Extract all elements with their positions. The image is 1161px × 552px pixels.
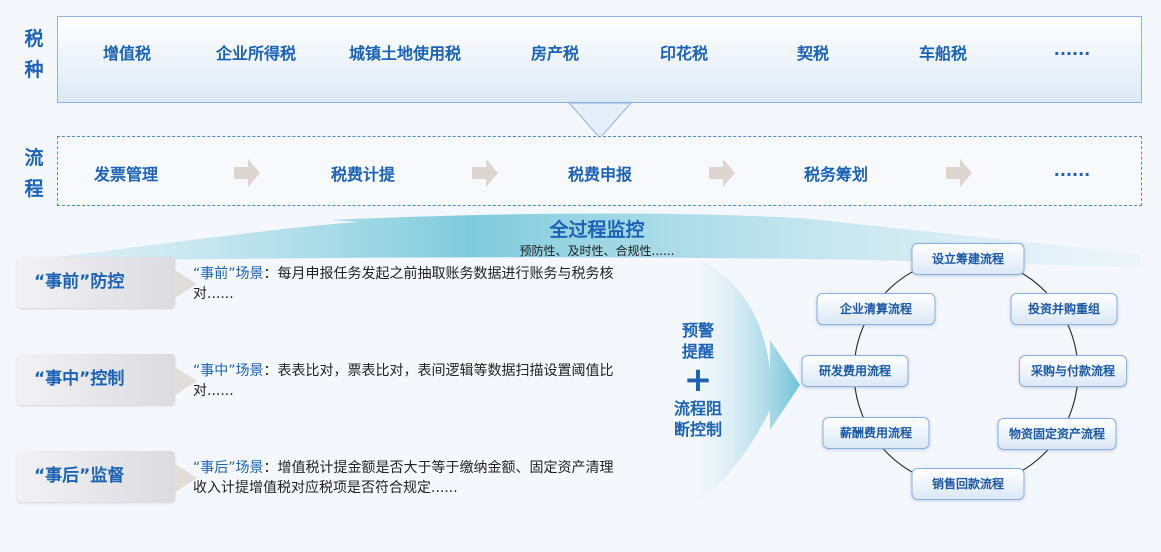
cycle-node: 企业清算流程 bbox=[816, 293, 936, 325]
process-item: ...... bbox=[1053, 161, 1091, 180]
right-arrow-icon bbox=[946, 159, 972, 187]
right-arrow-icon bbox=[709, 159, 735, 187]
stage-post-control: “事后”监督 bbox=[17, 451, 175, 502]
tax-item: ...... bbox=[1053, 40, 1091, 59]
scene-text: ：增值税计提金额是否大于等于缴纳金额、固定资产清理收入计提增值税对应税项是否符合… bbox=[193, 460, 614, 496]
process-item: 税务筹划 bbox=[803, 165, 869, 184]
process-item: 税费计提 bbox=[330, 165, 396, 184]
stage-post-description: “事后”场景：增值税计提金额是否大于等于缴纳金额、固定资产清理收入计提增值税对应… bbox=[193, 458, 623, 498]
tax-item: 车船税 bbox=[918, 44, 968, 63]
label-char: 流 bbox=[24, 147, 44, 169]
control-line: 流程阻 bbox=[673, 399, 722, 418]
tax-item: 企业所得税 bbox=[215, 44, 297, 63]
stage-pre-description: “事前”场景：每月申报任务发起之前抽取账务数据进行账务与税务核对...... bbox=[193, 264, 623, 304]
right-arrow-icon bbox=[175, 367, 197, 395]
scene-label: “事中”场景 bbox=[193, 363, 264, 379]
cycle-node: 销售回款流程 bbox=[911, 468, 1025, 500]
label-char: 种 bbox=[24, 59, 44, 81]
tax-section-label: 税种 bbox=[24, 24, 44, 86]
cycle-node: 设立筹建流程 bbox=[911, 243, 1025, 275]
tax-types-panel bbox=[57, 16, 1142, 103]
process-section-label: 流程 bbox=[24, 143, 44, 205]
process-item: 发票管理 bbox=[93, 165, 159, 184]
tax-item: 契税 bbox=[796, 44, 830, 63]
control-line: 预警 bbox=[681, 321, 714, 340]
process-item: 税费申报 bbox=[567, 165, 633, 184]
down-arrow-icon bbox=[568, 102, 632, 139]
control-text: 预警 提醒 + 流程阻 断控制 bbox=[672, 320, 724, 440]
label-char: 税 bbox=[24, 28, 44, 50]
scene-label: “事后”场景 bbox=[193, 460, 264, 476]
cycle-node: 物资固定资产流程 bbox=[997, 418, 1117, 450]
scene-text: ：每月申报任务发起之前抽取账务数据进行账务与税务核对...... bbox=[193, 266, 614, 302]
cycle-node: 采购与付款流程 bbox=[1019, 355, 1127, 387]
control-line: 断控制 bbox=[673, 420, 722, 439]
right-arrow-icon bbox=[472, 159, 498, 187]
plus-icon: + bbox=[683, 360, 713, 400]
stage-pre-control: “事前”防控 bbox=[17, 257, 175, 308]
tax-item: 增值税 bbox=[102, 44, 152, 63]
right-arrow-icon bbox=[175, 270, 197, 298]
monitor-subtitle: 预防性、及时性、合规性...... bbox=[519, 244, 675, 258]
tax-item: 城镇土地使用税 bbox=[348, 44, 462, 63]
tax-item: 房产税 bbox=[530, 44, 580, 63]
right-arrow-icon bbox=[234, 159, 260, 187]
monitor-title: 全过程监控 bbox=[549, 219, 645, 241]
monitor-sweep bbox=[20, 213, 1140, 500]
stage-in-description: “事中”场景：表表比对，票表比对，表间逻辑等数据扫描设置阈值比对...... bbox=[193, 361, 623, 401]
tax-item: 印花税 bbox=[659, 44, 709, 63]
control-line: 提醒 bbox=[681, 342, 714, 361]
scene-text: ：表表比对，票表比对，表间逻辑等数据扫描设置阈值比对...... bbox=[193, 363, 614, 399]
label-char: 程 bbox=[24, 178, 44, 200]
right-arrow-icon bbox=[175, 464, 197, 492]
cycle-node: 薪酬费用流程 bbox=[822, 417, 930, 449]
cycle-node: 投资并购重组 bbox=[1010, 293, 1118, 325]
cycle-node: 研发费用流程 bbox=[801, 355, 909, 387]
stage-in-control: “事中”控制 bbox=[17, 354, 175, 405]
scene-label: “事前”场景 bbox=[193, 266, 264, 282]
